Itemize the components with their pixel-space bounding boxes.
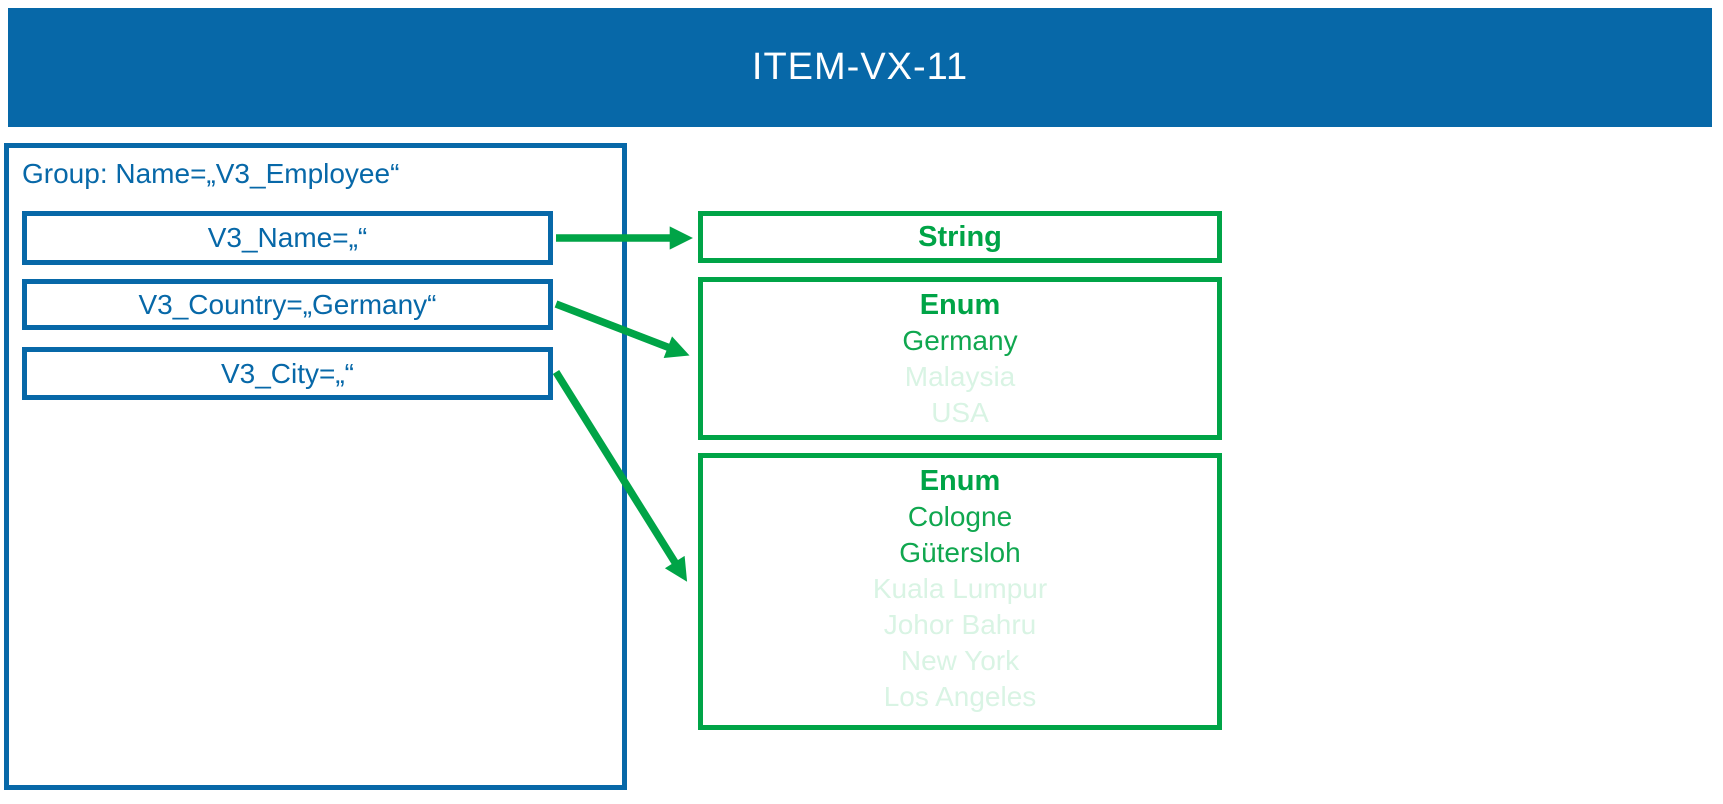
- enum-item-cologne: Cologne: [907, 501, 1013, 532]
- enum-item-los-angeles: Los Angeles: [883, 681, 1037, 712]
- enum-item-new-york: New York: [900, 645, 1020, 676]
- header-bar: ITEM-VX-11: [8, 8, 1712, 127]
- enum-item-usa: USA: [931, 397, 989, 428]
- type-title-city-enum: Enum: [919, 465, 1001, 497]
- enum-item-kuala-lumpur: Kuala Lumpur: [872, 573, 1048, 604]
- field-v3-country: V3_Country=„Germany“: [22, 279, 553, 330]
- field-v3-city: V3_City=„“: [22, 347, 553, 400]
- field-v3-name-label: V3_Name=„“: [207, 222, 368, 253]
- enum-item-germany: Germany: [902, 325, 1018, 356]
- enum-item-guetersloh: Gütersloh: [899, 537, 1021, 568]
- type-box-country-enum: Enum Germany Malaysia USA: [698, 277, 1222, 440]
- enum-item-malaysia: Malaysia: [904, 361, 1016, 392]
- field-v3-country-label: V3_Country=„Germany“: [138, 288, 437, 320]
- group-label: Group: Name=„V3_Employee“: [22, 158, 400, 189]
- type-box-city-enum: Enum Cologne Gütersloh Kuala Lumpur Joho…: [698, 453, 1222, 730]
- type-box-string: String: [698, 211, 1222, 263]
- enum-item-johor-bahru: Johor Bahru: [883, 609, 1037, 640]
- page-title: ITEM-VX-11: [751, 46, 969, 88]
- type-title-country-enum: Enum: [919, 289, 1001, 321]
- field-v3-name: V3_Name=„“: [22, 211, 553, 265]
- type-title-string: String: [918, 221, 1002, 253]
- field-v3-city-label: V3_City=„“: [220, 357, 355, 389]
